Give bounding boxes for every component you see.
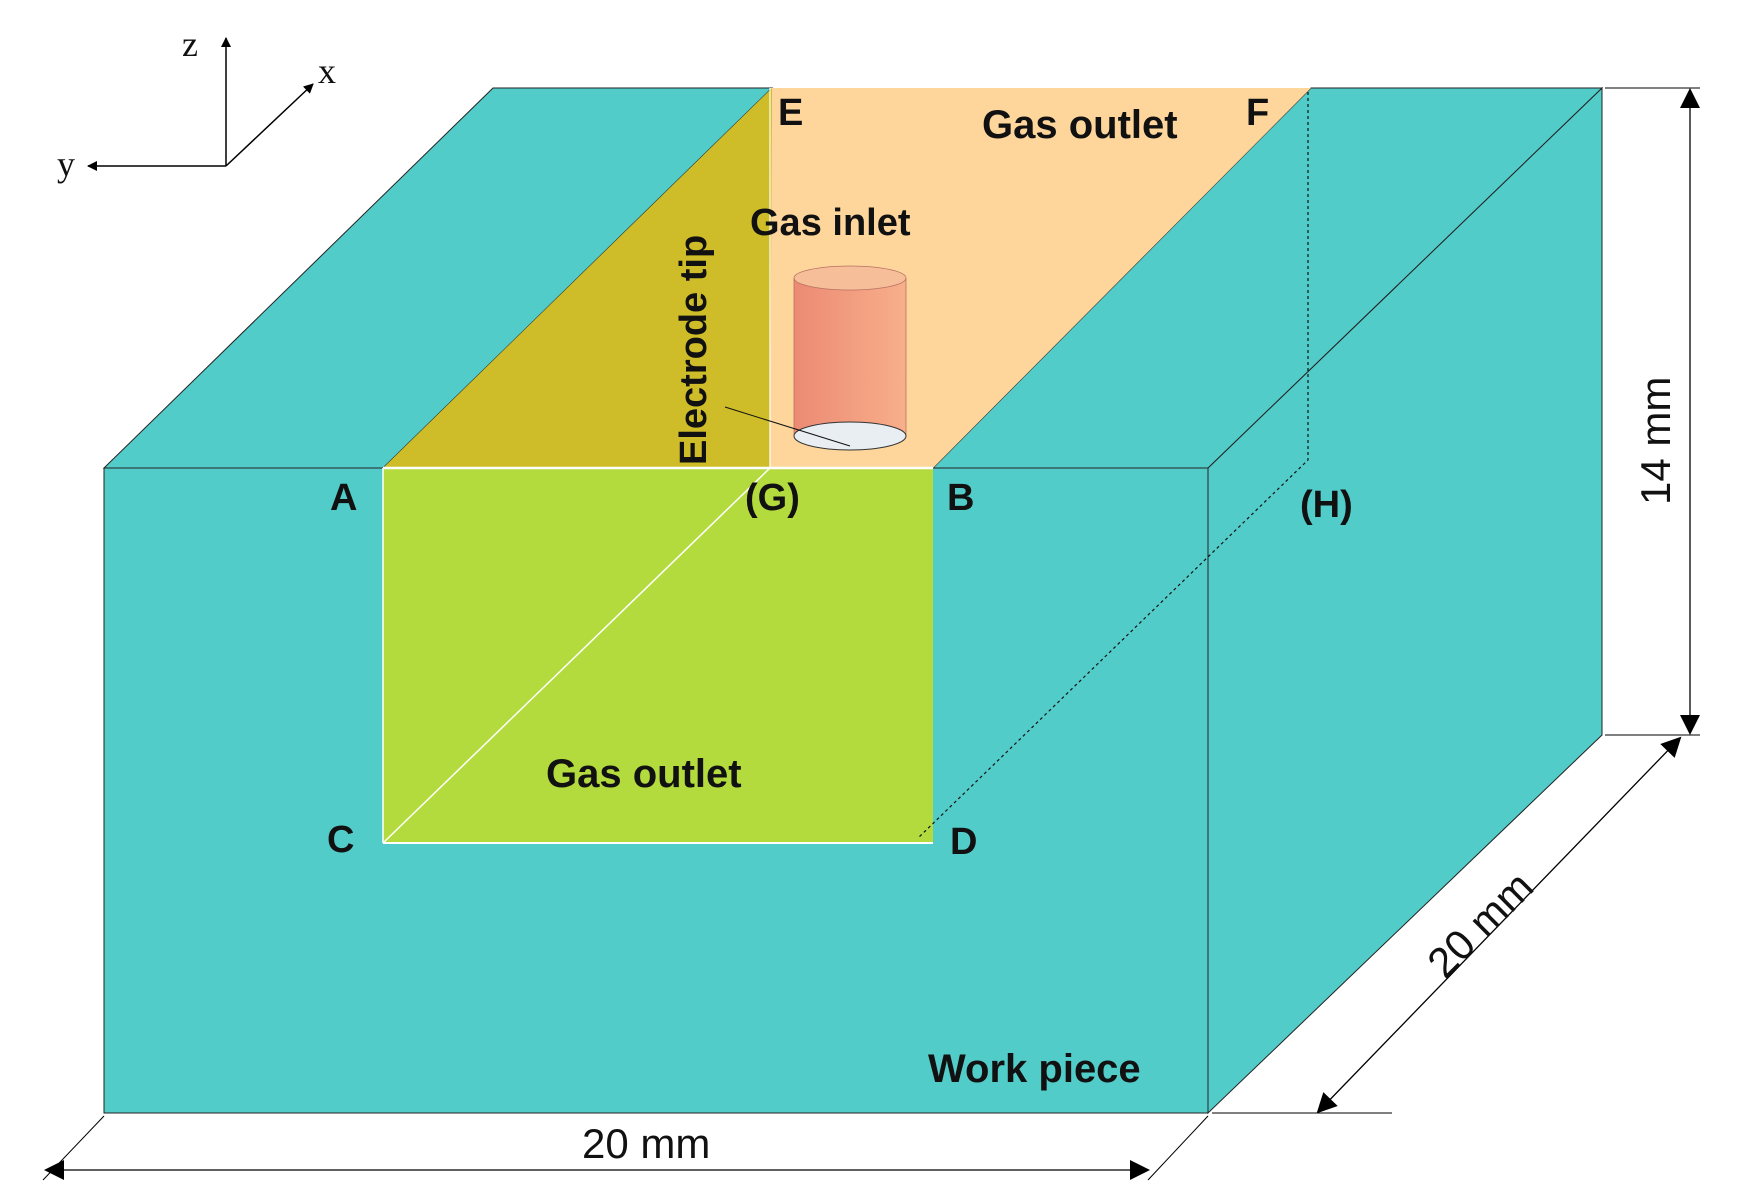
coordinate-axes: z x y <box>57 24 336 184</box>
point-d-label: D <box>950 821 977 863</box>
diagonal-c-to-g <box>382 467 771 844</box>
x-axis-label: x <box>318 51 336 91</box>
point-b-label: B <box>947 477 974 519</box>
domain-front-face <box>383 468 933 843</box>
gas-outlet-front-label: Gas outlet <box>546 752 742 796</box>
electrode-body <box>794 278 906 436</box>
electrode <box>724 265 907 451</box>
electrode-top <box>793 265 907 291</box>
hidden-edge-f-h-d <box>917 92 1309 839</box>
gas-outlet-top-label: Gas outlet <box>982 103 1178 147</box>
electrode-tip-leader <box>724 406 851 447</box>
depth-dimension-line <box>1316 736 1682 1114</box>
width-dimension-label: 20 mm <box>582 1120 710 1167</box>
region-labels: Gas outlet Gas inlet Electrode tip Gas o… <box>546 103 1178 1091</box>
work-piece-label: Work piece <box>928 1047 1141 1091</box>
dimension-lines <box>42 87 1700 1181</box>
gas-inlet-label: Gas inlet <box>750 202 911 244</box>
domain-side-face <box>383 88 772 468</box>
z-axis-label: z <box>182 24 198 64</box>
point-g-label: (G) <box>745 477 800 519</box>
height-dimension-label: 14 mm <box>1632 377 1679 505</box>
point-h-label: (H) <box>1300 484 1353 526</box>
point-f-label: F <box>1246 92 1269 134</box>
point-labels: A (G) B (H) C D E F <box>327 92 1353 863</box>
electrode-tip-label: Electrode tip <box>673 235 715 465</box>
point-a-label: A <box>330 477 357 519</box>
point-e-label: E <box>778 92 803 134</box>
point-c-label: C <box>327 819 354 861</box>
y-axis-label: y <box>57 144 75 184</box>
electrode-tip-face <box>793 421 907 451</box>
